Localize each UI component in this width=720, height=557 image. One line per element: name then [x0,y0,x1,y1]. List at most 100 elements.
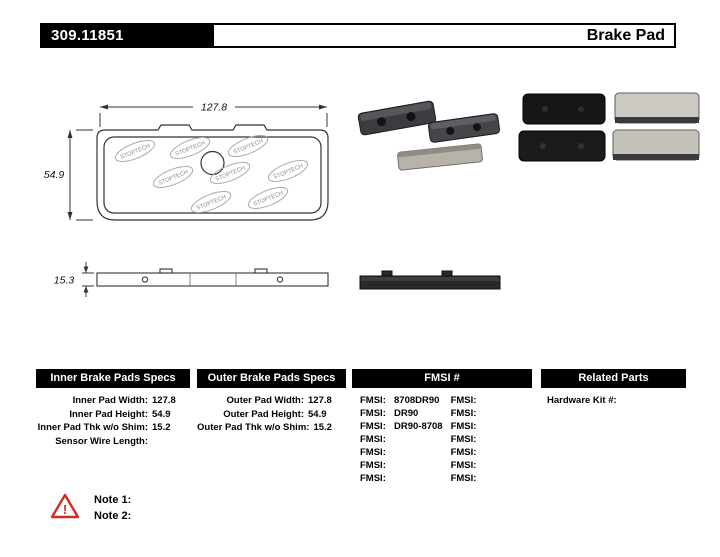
fmsi-row: FMSI: DR90-8708 [352,420,443,433]
fmsi-right-subcolumn: FMSI: FMSI: FMSI: FMSI: FMSI: [443,394,532,485]
fmsi-value: 8708DR90 [394,395,440,406]
spec-label: Inner Pad Thk w/o Shim: [37,422,148,433]
pad-front-view [96,124,329,221]
stoptech-logo: STOPTECH [175,140,206,157]
spec-label: Inner Pad Height: [69,408,148,420]
pad-front-bottom [612,129,700,161]
fmsi-row: FMSI: [443,472,532,485]
fmsi-value [392,472,443,485]
pad-photo-dark-2 [427,113,501,143]
fmsi-value: DR90-8708 [394,421,443,432]
fmsi-row: FMSI: DR90 [352,407,443,420]
related-parts-column: Related Parts Hardware Kit #: [541,369,686,407]
technical-drawing: 127.8 54.9 STOPTECH STOPTECH STOPTECH ST… [44,100,329,297]
stoptech-logo: STOPTECH [120,143,151,160]
stoptech-logo: STOPTECH [196,194,227,211]
inner-pad-width-row: Inner Pad Width: 127.8 [36,394,190,408]
spec-label: Outer Pad Height: [223,408,304,420]
fmsi-label: FMSI: [360,460,386,471]
fmsi-value: DR90 [394,408,419,419]
fmsi-label: FMSI: [450,447,477,458]
inner-specs-header: Inner Brake Pads Specs [36,369,190,388]
spec-label: Outer Pad Thk w/o Shim: [197,422,310,433]
hardware-kit-row: Hardware Kit #: [541,394,686,407]
pad-photo-dark-1 [357,100,437,136]
spec-value [148,435,190,449]
fmsi-label: FMSI: [360,408,386,419]
pad-back-top [522,93,606,125]
stoptech-logo: STOPTECH [273,163,304,180]
fmsi-value [392,459,443,472]
fmsi-row: FMSI: [352,433,443,446]
inner-specs-column: Inner Brake Pads Specs Inner Pad Width: … [36,369,190,448]
photo-pad-set [518,92,700,162]
height-dimension-label: 54.9 [44,169,65,181]
fmsi-label: FMSI: [450,408,477,419]
pad-back-bottom [518,130,606,162]
height-dimension: 54.9 [44,129,93,221]
page-title: Brake Pad [214,23,676,48]
fmsi-row: FMSI: [443,446,532,459]
spec-label: Inner Pad Width: [72,395,148,406]
fmsi-label: FMSI: [360,434,386,445]
fmsi-label: FMSI: [450,421,477,432]
spec-label: Sensor Wire Length: [55,435,148,447]
fmsi-label: FMSI: [360,395,386,406]
fmsi-row: FMSI: [443,407,532,420]
hardware-kit-label: Hardware Kit #: [547,395,617,406]
fmsi-row: FMSI: [352,459,443,472]
part-number: 309.11851 [40,23,214,48]
svg-text:!: ! [63,502,67,517]
stoptech-logo: STOPTECH [215,165,246,182]
photo-pad-side [359,270,501,290]
fmsi-header: FMSI # [352,369,532,388]
warning-icon: ! [50,493,80,519]
note-2-label: Note 2: [94,510,132,522]
outer-specs-column: Outer Brake Pads Specs Outer Pad Width: … [197,369,346,435]
fmsi-row: FMSI: [352,446,443,459]
fmsi-label: FMSI: [450,460,477,471]
fmsi-value [392,446,443,459]
outer-pad-width-row: Outer Pad Width: 127.8 [197,394,346,408]
spec-value: 15.2 [313,422,332,433]
fmsi-label: FMSI: [450,473,477,484]
width-dimension: 127.8 [99,100,328,127]
thickness-dimension: 15.3 [54,262,94,297]
stoptech-logo: STOPTECH [233,138,264,155]
inner-pad-height-row: Inner Pad Height: 54.9 [36,408,190,422]
stoptech-logo: STOPTECH [158,169,189,186]
fmsi-label: FMSI: [360,447,386,458]
fmsi-row: FMSI: [443,394,532,407]
stoptech-logo: STOPTECH [253,190,284,207]
spec-value: 127.8 [152,395,176,406]
fmsi-row: FMSI: [443,433,532,446]
fmsi-row: FMSI: [443,420,532,433]
photo-pads-angled [357,100,501,171]
outer-pad-thk-row: Outer Pad Thk w/o Shim: 15.2 [197,421,346,435]
fmsi-value [483,420,532,433]
fmsi-value [483,433,532,446]
hardware-kit-value [617,394,620,407]
fmsi-label: FMSI: [450,434,477,445]
thickness-dimension-label: 15.3 [54,275,75,287]
note-1-label: Note 1: [94,494,132,506]
fmsi-value [392,433,443,446]
fmsi-label: FMSI: [450,395,477,406]
fmsi-row: FMSI: [352,472,443,485]
sensor-wire-length-row: Sensor Wire Length: [36,435,190,449]
notes-section: ! Note 1: Note 2: [50,492,131,524]
fmsi-left-subcolumn: FMSI: 8708DR90 FMSI: DR90 FMSI: DR90-870… [352,394,443,485]
spec-label: Outer Pad Width: [226,395,305,406]
fmsi-value [483,472,532,485]
header-bar: 309.11851 Brake Pad [40,23,676,48]
fmsi-column: FMSI # FMSI: 8708DR90 FMSI: DR90 FMSI: D… [352,369,532,485]
fmsi-value [483,446,532,459]
pad-photo-light [397,143,483,171]
outer-pad-height-row: Outer Pad Height: 54.9 [197,408,346,422]
pad-side-highlight [361,277,499,281]
fmsi-row: FMSI: 8708DR90 [352,394,443,407]
fmsi-row: FMSI: [443,459,532,472]
fmsi-label: FMSI: [360,473,386,484]
pad-side-view [96,268,329,287]
